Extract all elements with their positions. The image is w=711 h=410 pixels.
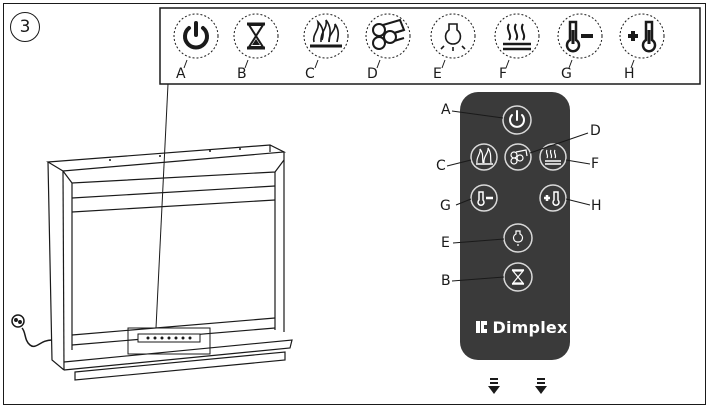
hourglass-timer-icon: [233, 13, 279, 59]
icon-label-b: B: [237, 66, 247, 82]
control-panel-callout-box: [127, 327, 211, 355]
remote-button-light: [503, 223, 533, 253]
icon-label-c: C: [305, 66, 315, 82]
icon-label-g: G: [561, 66, 572, 82]
icon-label-e: E: [433, 66, 442, 82]
icon-label-f: F: [499, 66, 508, 82]
flame-icon: [303, 13, 349, 59]
remote-label-g: G: [440, 198, 451, 214]
power-cord-plug: [11, 314, 53, 348]
icon-label-h: H: [624, 66, 635, 82]
remote-button-flame: [470, 143, 498, 171]
remote-label-c: C: [436, 158, 446, 174]
down-arrows: [488, 378, 547, 394]
remote-brand-text: Dimplex: [492, 318, 568, 337]
remote-button-temp-up: [539, 184, 567, 212]
temperature-up-icon: [619, 13, 665, 59]
dimplex-logo-mark: [476, 321, 487, 333]
step-number: 3: [19, 17, 31, 37]
logs-icon: [365, 13, 411, 59]
temperature-down-icon: [557, 13, 603, 59]
remote-label-e: E: [441, 235, 450, 251]
remote-label-f: F: [591, 156, 600, 172]
remote-brand-logo: Dimplex: [474, 318, 570, 337]
remote-button-temp-down: [470, 184, 498, 212]
icon-label-a: A: [176, 66, 186, 82]
step-number-badge: 3: [10, 12, 40, 42]
remote-label-b: B: [441, 273, 451, 289]
remote-label-d: D: [590, 123, 601, 139]
diagram-frame: [3, 3, 706, 405]
remote-label-h: H: [591, 198, 602, 214]
remote-label-a: A: [441, 102, 451, 118]
power-icon: [173, 13, 219, 59]
remote-button-logs: [504, 143, 532, 171]
light-bulb-icon: [430, 13, 476, 59]
icon-label-d: D: [367, 66, 378, 82]
fireplace-insert: [46, 144, 293, 381]
heat-waves-icon: [494, 13, 540, 59]
